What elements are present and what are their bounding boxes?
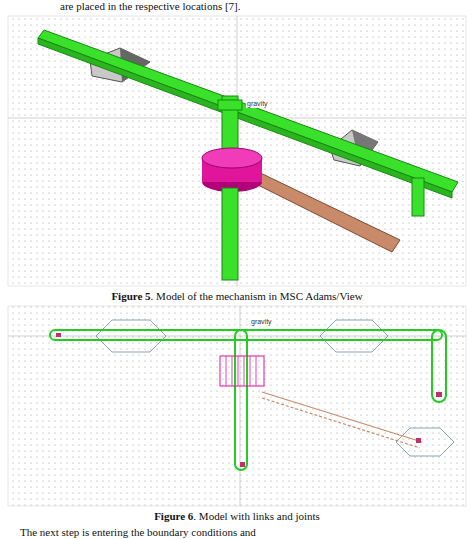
figure-number: Figure 5 <box>111 290 150 302</box>
adams-3d-model <box>8 16 466 286</box>
figure-caption: Figure 5. Model of the mechanism in MSC … <box>0 290 474 303</box>
figure-caption: Figure 6. Model with links and joints <box>0 510 474 523</box>
body-text: are placed in the respective locations [… <box>60 0 241 13</box>
caption-text: . Model of the mechanism in MSC Adams/Vi… <box>151 290 363 302</box>
gravity-marker: gravity <box>250 318 273 326</box>
caption-text: . Model with links and joints <box>193 510 320 522</box>
adams-links-joints <box>8 306 466 506</box>
gravity-marker: gravity <box>246 100 269 108</box>
figure-number: Figure 6 <box>154 510 193 522</box>
body-text: The next step is entering the boundary c… <box>20 526 256 539</box>
